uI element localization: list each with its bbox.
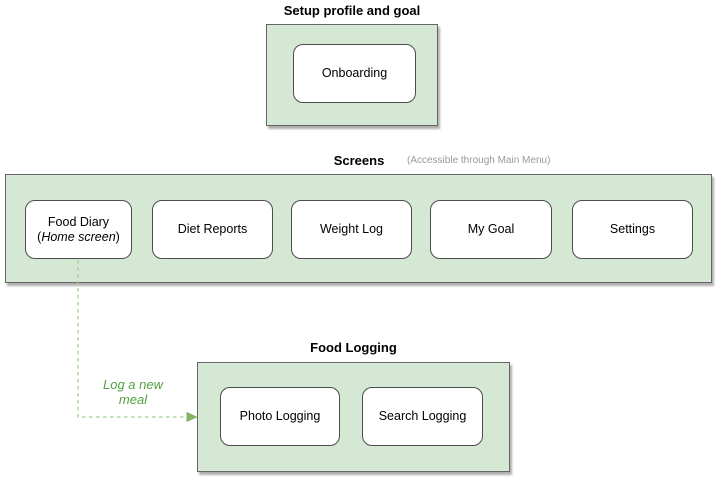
screen-box-weight-log: Weight Log (291, 200, 412, 259)
screen-label: Onboarding (321, 66, 388, 80)
screen-label: Search Logging (378, 409, 467, 423)
screens-section-note: (Accessible through Main Menu) (407, 155, 551, 166)
arrow-label: Log a new meal (103, 377, 163, 407)
screen-label: Settings (609, 222, 656, 236)
screen-label: Photo Logging (239, 409, 321, 423)
screen-box-food-diary: Food Diary (Home screen) (25, 200, 132, 259)
screen-label: Food Diary (47, 214, 110, 229)
screen-box-diet-reports: Diet Reports (152, 200, 273, 259)
screen-label: My Goal (467, 222, 515, 236)
screens-section-title: Screens (333, 153, 385, 168)
screen-label: Weight Log (319, 222, 383, 236)
screen-sublabel: (Home screen) (37, 229, 120, 244)
screen-box-onboarding: Onboarding (293, 44, 416, 103)
screen-box-settings: Settings (572, 200, 693, 259)
screen-box-my-goal: My Goal (430, 200, 552, 259)
screen-label: Diet Reports (177, 222, 248, 236)
arrow-head-icon (186, 411, 198, 423)
screen-box-photo-logging: Photo Logging (220, 387, 340, 446)
food-logging-section-title: Food Logging (310, 340, 397, 355)
screen-box-search-logging: Search Logging (362, 387, 483, 446)
setup-section-title: Setup profile and goal (283, 3, 421, 18)
